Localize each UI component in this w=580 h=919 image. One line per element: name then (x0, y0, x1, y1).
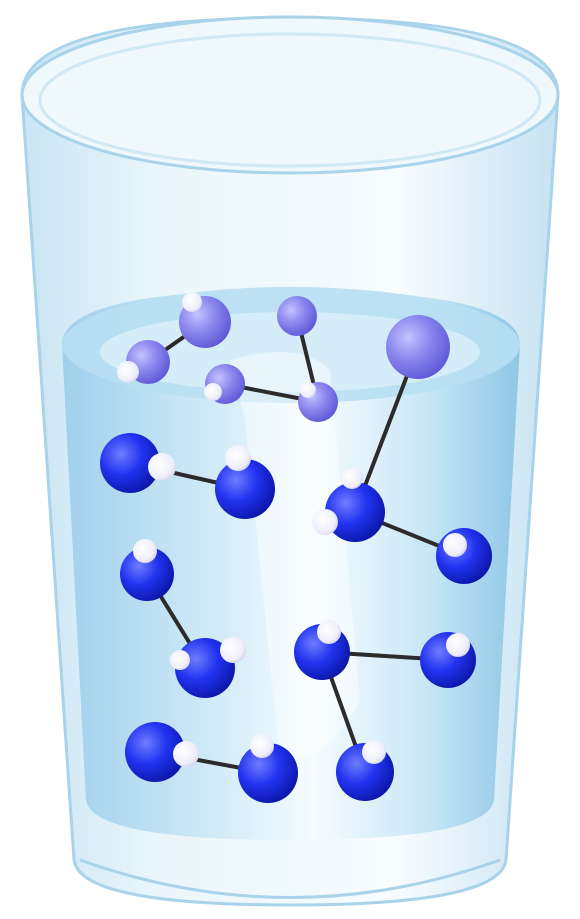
water-molecule-icon (125, 722, 298, 803)
water-molecule-icon (312, 467, 492, 584)
water-molecule-icon (120, 539, 246, 698)
water-molecule-icon (204, 296, 338, 422)
water-molecule-icon (117, 292, 231, 384)
water-molecule-icon (386, 315, 450, 379)
water-molecule-icon (100, 433, 275, 519)
water-molecule-icon (294, 620, 476, 801)
glass-rim (20, 15, 560, 175)
